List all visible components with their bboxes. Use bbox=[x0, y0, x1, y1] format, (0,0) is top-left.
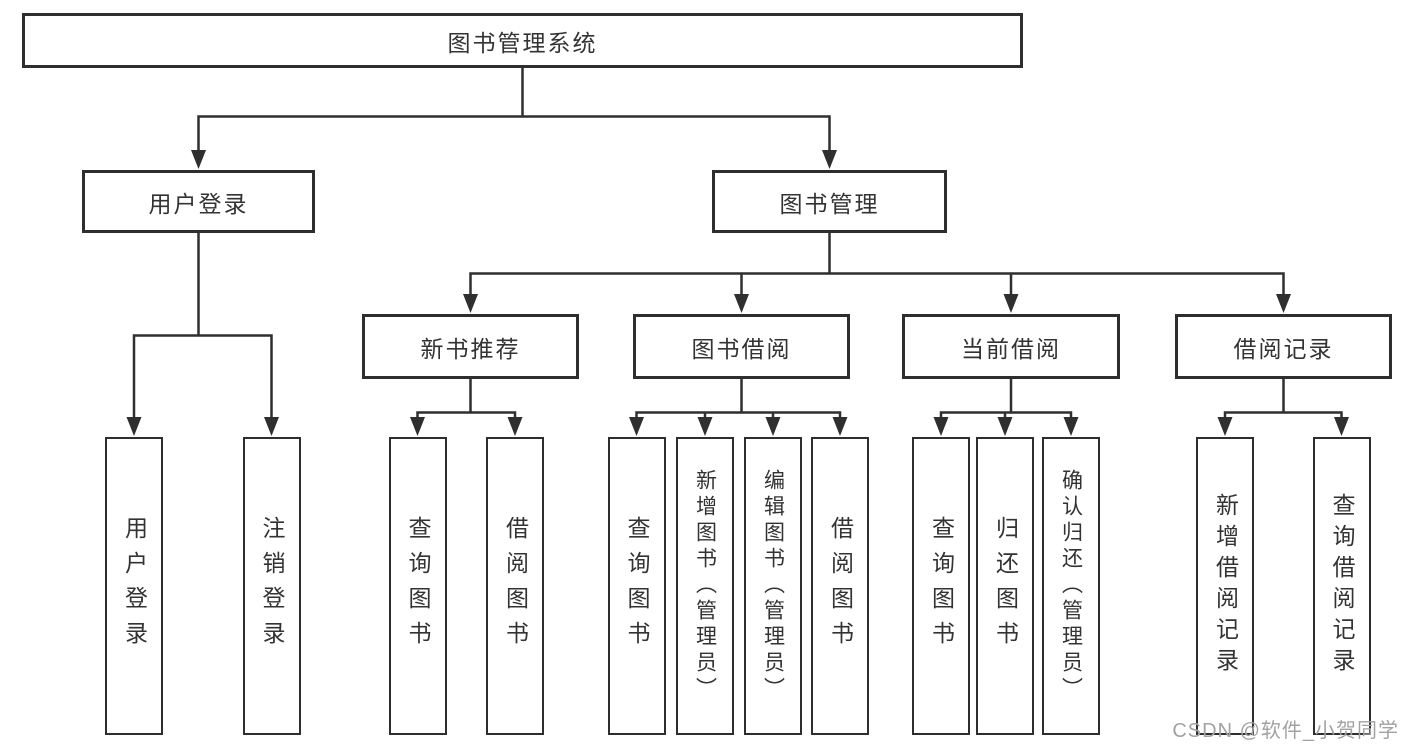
connector-current-to-leaves bbox=[939, 377, 1073, 420]
leaf-confirm-return-admin: 确认归还（管理员） bbox=[1042, 437, 1100, 735]
connector-newbook-to-leaves bbox=[416, 377, 517, 420]
leaf-borrow-book-recommend: 借阅图书 bbox=[486, 437, 544, 735]
leaf-edit-book-admin: 编辑图书（管理员） bbox=[744, 437, 802, 735]
connector-borrowing-to-leaves bbox=[635, 377, 842, 420]
leaf-query-borrow-record: 查询借阅记录 bbox=[1312, 437, 1371, 735]
leaf-label: 新增借阅记录 bbox=[1212, 493, 1239, 679]
node-label: 新书推荐 bbox=[420, 335, 521, 362]
node-book-borrowing: 图书借阅 bbox=[633, 314, 850, 379]
arrowheads bbox=[126, 150, 1349, 436]
node-user-login: 用户登录 bbox=[82, 170, 315, 233]
leaf-label: 新增图书（管理员） bbox=[693, 469, 717, 703]
node-label: 图书借阅 bbox=[691, 335, 792, 362]
node-label: 用户登录 bbox=[148, 190, 249, 217]
node-borrowing-records: 借阅记录 bbox=[1175, 314, 1392, 379]
leaf-label: 用户登录 bbox=[121, 516, 148, 656]
node-label: 图书管理 bbox=[779, 190, 880, 217]
leaf-label: 查询借阅记录 bbox=[1329, 493, 1355, 679]
node-new-book-recommend: 新书推荐 bbox=[362, 314, 579, 379]
node-label: 图书管理系统 bbox=[447, 29, 598, 56]
leaf-label: 编辑图书（管理员） bbox=[761, 469, 785, 703]
leaf-label: 借阅图书 bbox=[827, 516, 854, 656]
leaf-user-login: 用户登录 bbox=[105, 437, 163, 735]
leaf-query-book-recommend: 查询图书 bbox=[388, 437, 447, 735]
node-label: 当前借阅 bbox=[961, 335, 1061, 362]
leaf-label: 借阅图书 bbox=[502, 516, 529, 656]
leaf-add-book-admin: 新增图书（管理员） bbox=[676, 437, 734, 735]
connector-bookmgmt-to-level3 bbox=[469, 231, 1285, 297]
leaf-label: 归还图书 bbox=[992, 516, 1019, 656]
leaf-label: 查询图书 bbox=[928, 516, 955, 656]
connector-records-to-leaves bbox=[1223, 377, 1343, 420]
node-current-borrowing: 当前借阅 bbox=[902, 314, 1120, 379]
node-book-management: 图书管理 bbox=[712, 170, 947, 233]
leaf-label: 确认归还（管理员） bbox=[1059, 469, 1083, 703]
leaf-label: 注销登录 bbox=[259, 516, 285, 656]
connector-userlogin-to-leaves bbox=[132, 231, 273, 420]
leaf-query-book-borrowing: 查询图书 bbox=[607, 437, 666, 735]
leaf-label: 查询图书 bbox=[405, 516, 431, 656]
node-label: 借阅记录 bbox=[1233, 335, 1334, 362]
connector-root-to-level2 bbox=[197, 66, 831, 153]
leaf-logout: 注销登录 bbox=[242, 437, 301, 735]
leaf-label: 查询图书 bbox=[624, 516, 650, 656]
leaf-query-book-current: 查询图书 bbox=[912, 437, 970, 735]
leaf-borrow-book-borrowing: 借阅图书 bbox=[811, 437, 869, 735]
leaf-add-borrow-record: 新增借阅记录 bbox=[1196, 437, 1254, 735]
node-library-system: 图书管理系统 bbox=[22, 13, 1023, 68]
csdn-watermark: CSDN @软件_小贺同学 bbox=[1172, 720, 1399, 742]
leaf-return-book: 归还图书 bbox=[976, 437, 1034, 735]
